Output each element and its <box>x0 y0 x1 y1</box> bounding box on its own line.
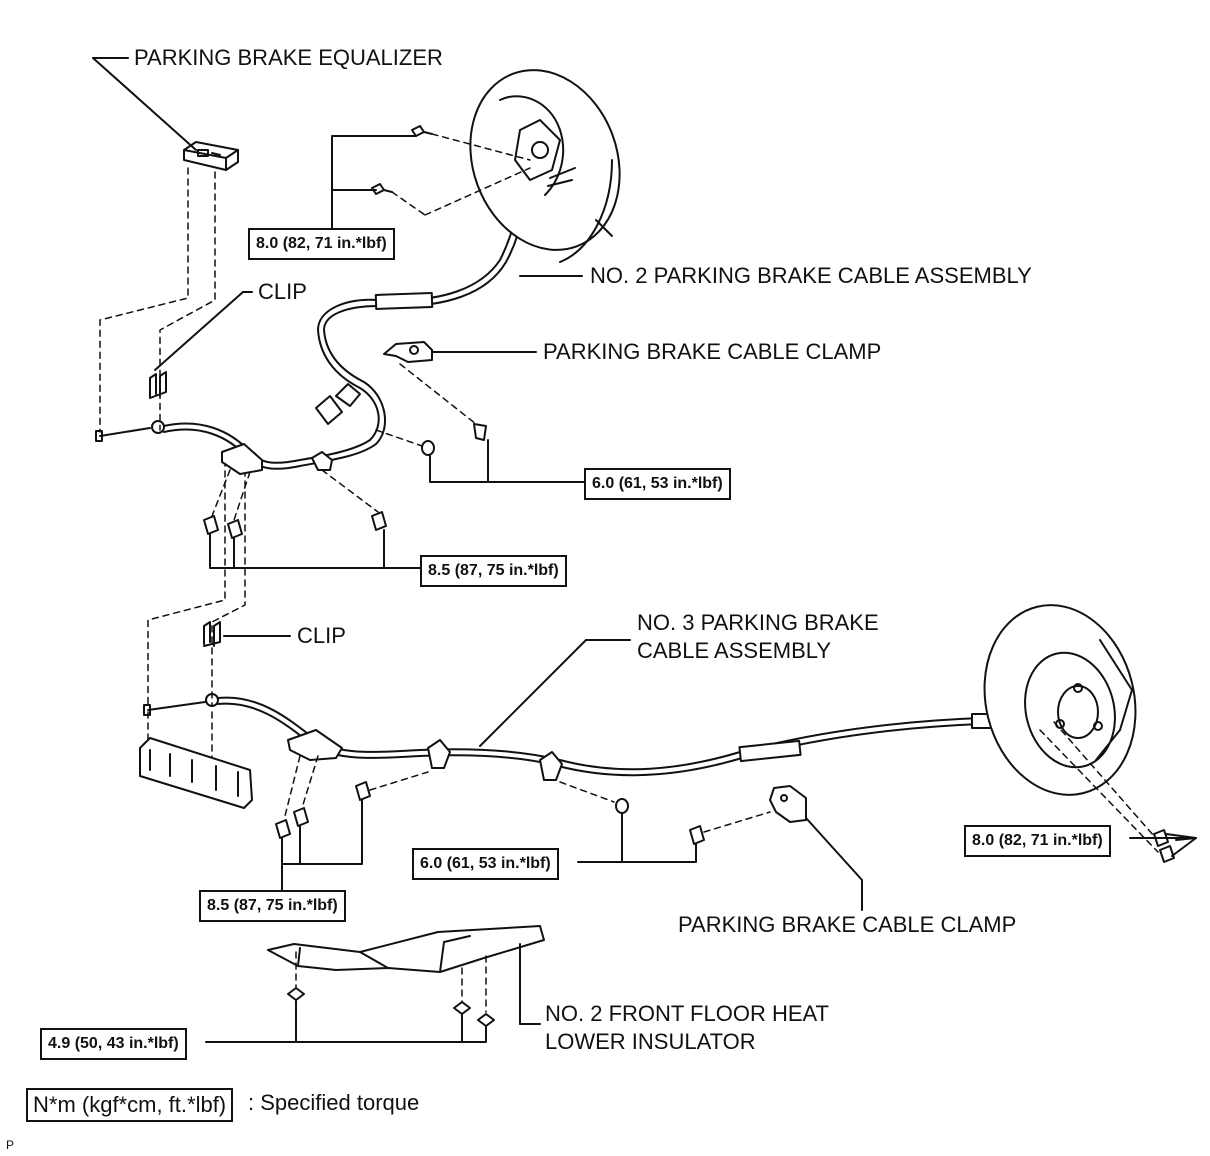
leader-torque-t2 <box>487 439 585 483</box>
bolt-upper-a <box>411 125 433 137</box>
bolt-upper-b <box>371 183 393 195</box>
label-no3-cable-line2: CABLE ASSEMBLY <box>637 638 832 663</box>
nut-upper <box>421 440 435 456</box>
clip-upper <box>149 371 167 399</box>
leader-clip-upper <box>154 291 244 371</box>
leader-torque-t4 <box>577 843 697 863</box>
legend-unit-box: N*m (kgf*cm, ft.*lbf) <box>26 1088 234 1122</box>
legend-text: : Specified torque <box>248 1090 420 1115</box>
cable-clamp-lower <box>769 785 807 823</box>
bolt-clamp-upper <box>473 423 487 441</box>
cable-bracket-plate <box>139 737 253 809</box>
leader-clamp-lower <box>805 817 863 881</box>
torque-box-t4: 6.0 (61, 53 in.*lbf) <box>412 848 559 880</box>
label-clip-upper: CLIP <box>258 279 307 304</box>
bolt-clamp-lower <box>689 825 705 845</box>
bolt-85-lower-a <box>275 819 291 839</box>
bolt-85-upper-b <box>227 519 243 539</box>
torque-box-t6: 8.5 (87, 75 in.*lbf) <box>199 890 346 922</box>
parking-brake-equalizer <box>183 141 239 171</box>
label-insulator-line2: LOWER INSULATOR <box>545 1029 756 1054</box>
label-clip-lower: CLIP <box>297 623 346 648</box>
torque-box-t1: 8.0 (82, 71 in.*lbf) <box>248 228 395 260</box>
leader-torque-t7 <box>205 1025 487 1043</box>
corner-mark: P <box>6 1138 15 1152</box>
label-equalizer: PARKING BRAKE EQUALIZER <box>134 45 443 70</box>
torque-box-t7: 4.9 (50, 43 in.*lbf) <box>40 1028 187 1060</box>
label-clamp-lower: PARKING BRAKE CABLE CLAMP <box>678 912 1017 937</box>
front-floor-heat-insulator <box>267 925 545 1025</box>
torque-box-t5: 8.0 (82, 71 in.*lbf) <box>964 825 1111 857</box>
lower-backing-plate <box>983 604 1137 796</box>
clip-lower <box>203 621 221 647</box>
bolt-lower-disc-b <box>1159 845 1175 863</box>
no3-cable <box>143 693 1041 781</box>
bolt-85-upper-a <box>203 515 219 535</box>
torque-box-t2: 6.0 (61, 53 in.*lbf) <box>584 468 731 500</box>
nut-insulator-b <box>453 1001 471 1015</box>
leader-torque-t3 <box>209 533 421 569</box>
nut-insulator-a <box>287 987 305 1001</box>
label-clamp-upper: PARKING BRAKE CABLE CLAMP <box>543 339 882 364</box>
bolt-85-upper-c <box>371 511 387 531</box>
label-no3-cable-line1: NO. 3 PARKING BRAKE <box>637 610 879 635</box>
nut-insulator-c <box>477 1013 495 1027</box>
upper-backing-plate <box>469 69 621 263</box>
nut-lower <box>615 798 629 814</box>
bolt-85-lower-b <box>293 807 309 827</box>
leader-no3-cable <box>479 639 587 747</box>
cable-clamp-upper <box>383 341 433 363</box>
bolt-85-lower-c <box>355 781 371 801</box>
label-insulator-line1: NO. 2 FRONT FLOOR HEAT <box>545 1001 829 1026</box>
label-no2-cable: NO. 2 PARKING BRAKE CABLE ASSEMBLY <box>590 263 1032 288</box>
leader-torque-t1 <box>331 135 417 233</box>
torque-box-t3: 8.5 (87, 75 in.*lbf) <box>420 555 567 587</box>
